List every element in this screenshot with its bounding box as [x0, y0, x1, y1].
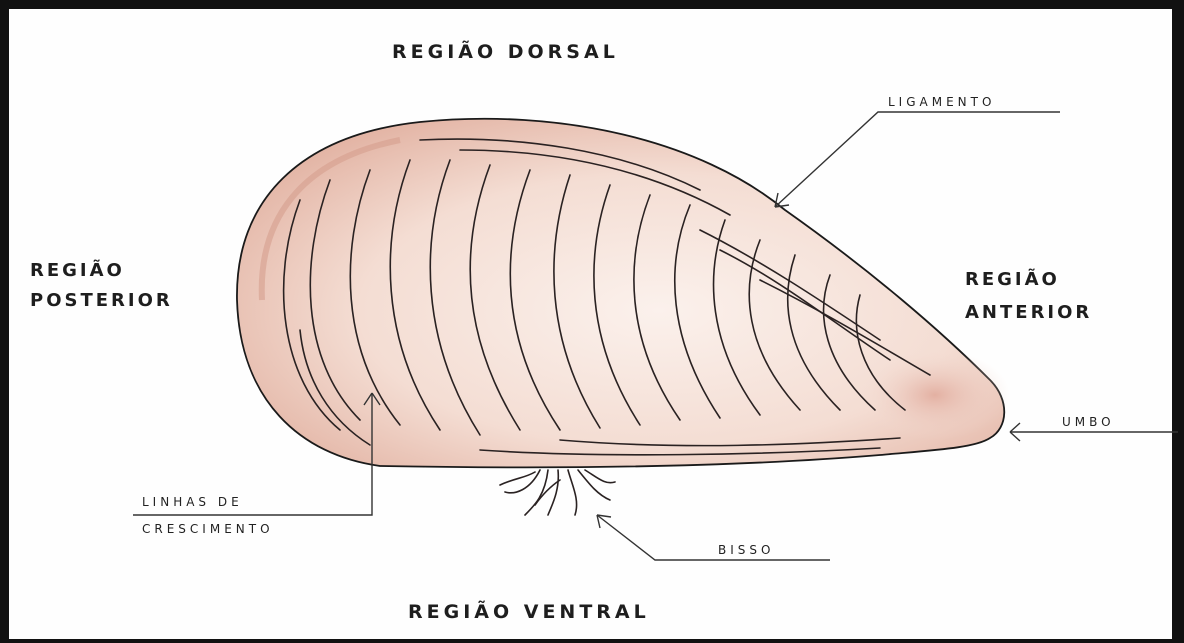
label-posterior-line2: POSTERIOR — [30, 290, 173, 311]
umbo-shading — [860, 350, 1010, 440]
label-linhas-line2: CRESCIMENTO — [142, 522, 274, 536]
label-bisso: BISSO — [718, 543, 774, 557]
label-anterior-line2: ANTERIOR — [965, 302, 1092, 323]
label-anterior-line1: REGIÃO — [965, 267, 1060, 290]
label-posterior-line1: REGIÃO — [30, 258, 125, 281]
bisso-pointer — [597, 515, 830, 560]
label-linhas-line1: LINHAS DE — [142, 495, 243, 509]
label-ventral: REGIÃO VENTRAL — [408, 599, 650, 623]
label-ligamento: LIGAMENTO — [888, 95, 995, 109]
ligamento-pointer — [775, 112, 1060, 207]
byssus — [500, 470, 615, 515]
label-dorsal: REGIÃO DORSAL — [392, 39, 619, 63]
label-umbo: UMBO — [1062, 415, 1115, 429]
